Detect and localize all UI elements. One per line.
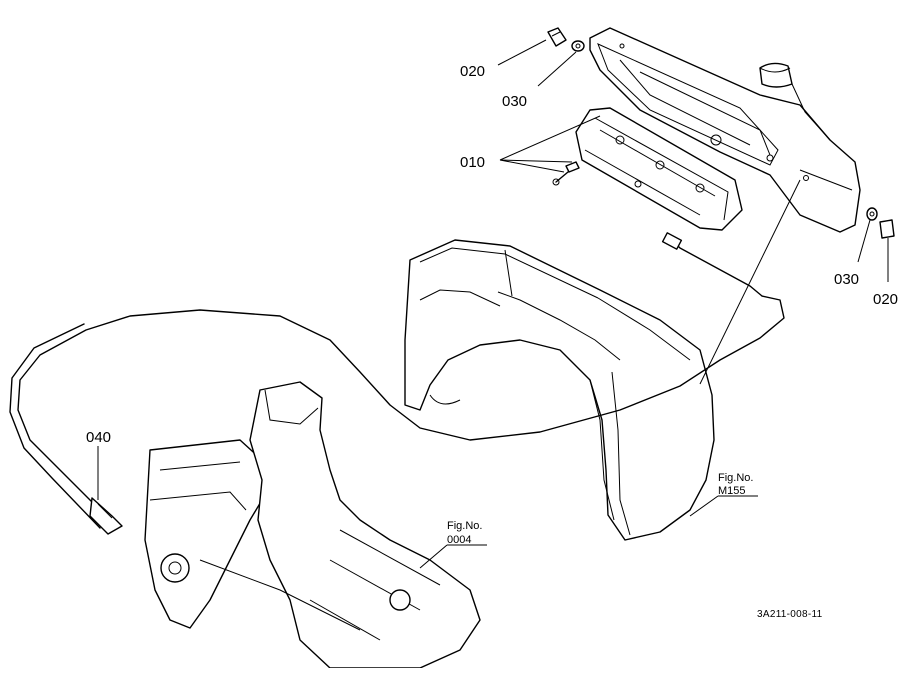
fig-ref-0004-caption: Fig.No. xyxy=(447,520,482,532)
fig-ref-m155-number: M155 xyxy=(718,485,746,497)
callout-030-top: 030 xyxy=(502,93,527,110)
fender xyxy=(404,239,715,541)
tach-cable xyxy=(9,295,785,535)
leader-lines xyxy=(97,39,889,569)
bolt-top xyxy=(547,27,585,52)
callout-030-right: 030 xyxy=(834,271,859,288)
fig-ref-m155-caption: Fig.No. xyxy=(718,472,753,484)
callout-020-right: 020 xyxy=(873,291,898,308)
meter-cluster xyxy=(575,107,763,297)
callout-020-top: 020 xyxy=(460,63,485,80)
panel-housing xyxy=(589,27,861,233)
fig-ref-0004-number: 0004 xyxy=(447,534,471,546)
drawing-code: 3A211-008-11 xyxy=(757,609,823,620)
meter-screws xyxy=(552,161,580,186)
callout-040: 040 xyxy=(86,429,111,446)
engine-body xyxy=(144,381,481,669)
callout-010: 010 xyxy=(460,154,485,171)
bolt-right xyxy=(866,207,895,239)
